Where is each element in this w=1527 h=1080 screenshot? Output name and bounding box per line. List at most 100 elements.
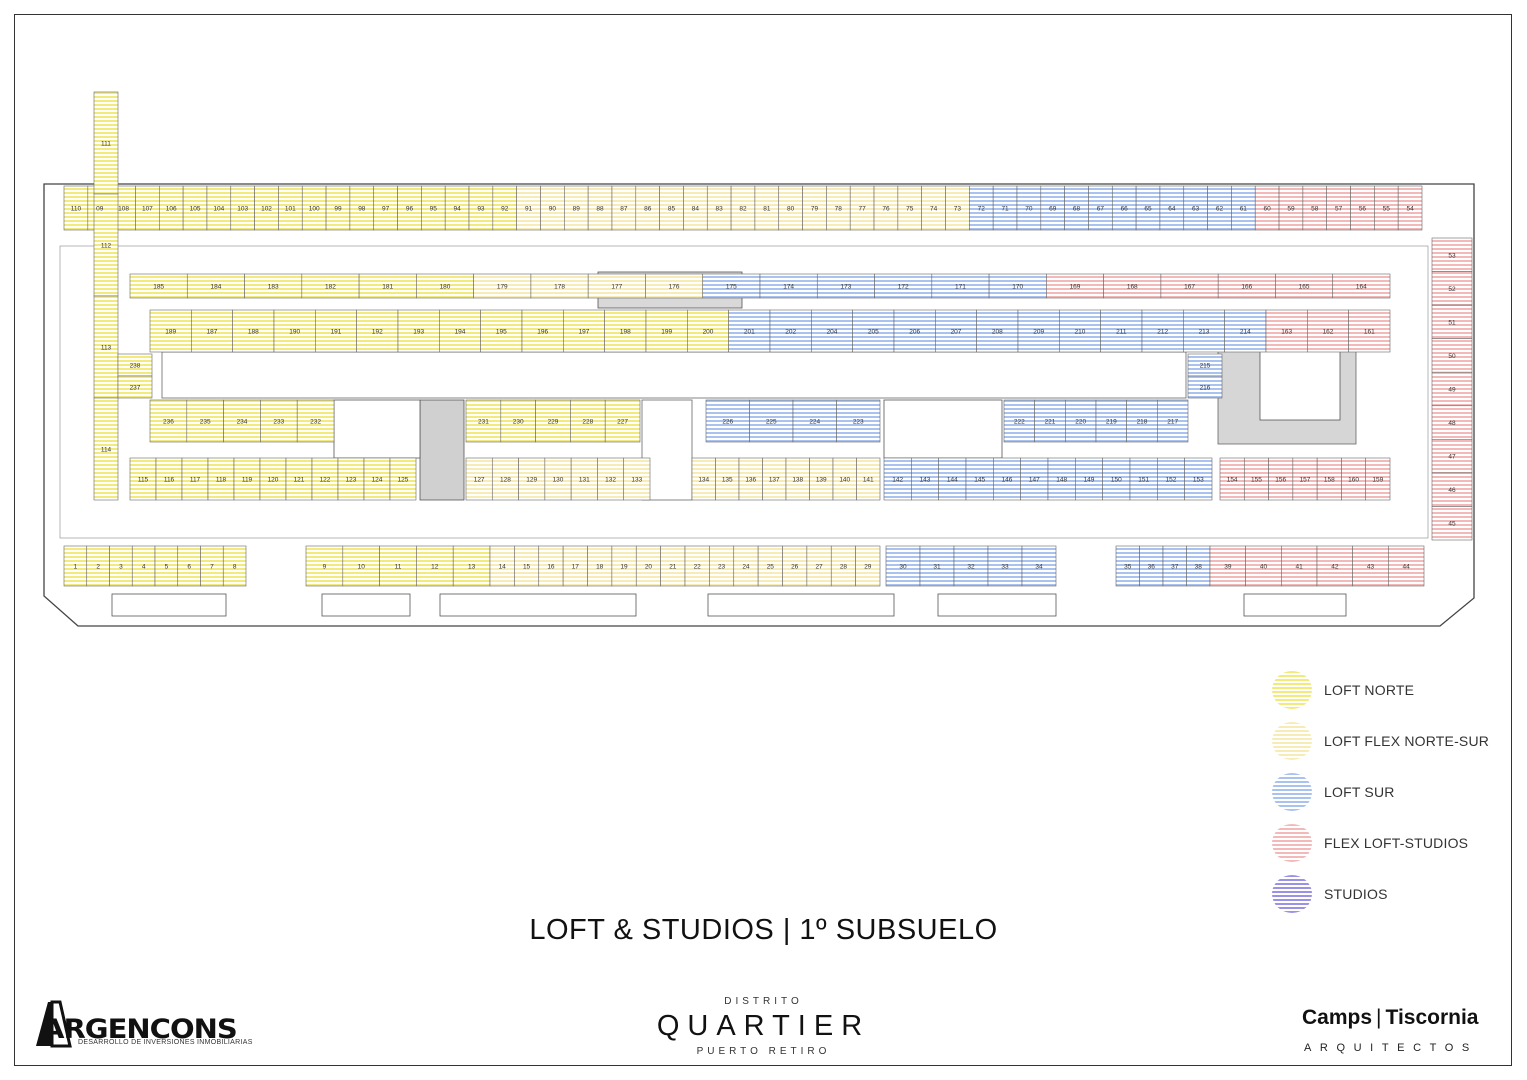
unit-117[interactable] bbox=[181, 457, 209, 501]
unit-129[interactable] bbox=[518, 457, 546, 501]
unit-237[interactable] bbox=[117, 375, 153, 399]
unit-125[interactable] bbox=[389, 457, 417, 501]
unit-112[interactable] bbox=[93, 193, 119, 297]
unit-133[interactable] bbox=[623, 457, 651, 501]
unit-210[interactable] bbox=[1059, 309, 1101, 353]
unit-157[interactable] bbox=[1292, 457, 1318, 501]
unit-233[interactable] bbox=[260, 399, 298, 443]
unit-46[interactable] bbox=[1431, 472, 1473, 507]
unit-192[interactable] bbox=[356, 309, 399, 353]
unit-154[interactable] bbox=[1219, 457, 1245, 501]
unit-190[interactable] bbox=[273, 309, 316, 353]
unit-185[interactable] bbox=[129, 273, 188, 299]
unit-184[interactable] bbox=[186, 273, 245, 299]
unit-164[interactable] bbox=[1332, 273, 1391, 299]
unit-8[interactable] bbox=[222, 545, 247, 587]
unit-155[interactable] bbox=[1243, 457, 1269, 501]
unit-10[interactable] bbox=[342, 545, 380, 587]
unit-13[interactable] bbox=[452, 545, 491, 587]
unit-12[interactable] bbox=[416, 545, 454, 587]
legend-item-studios[interactable]: STUDIOS bbox=[1272, 874, 1388, 914]
unit-170[interactable] bbox=[988, 273, 1047, 299]
unit-211[interactable] bbox=[1100, 309, 1143, 353]
unit-160[interactable] bbox=[1341, 457, 1367, 501]
unit-45[interactable] bbox=[1431, 506, 1473, 541]
unit-166[interactable] bbox=[1217, 273, 1276, 299]
unit-39[interactable] bbox=[1209, 545, 1246, 587]
unit-151[interactable] bbox=[1129, 457, 1158, 501]
unit-120[interactable] bbox=[259, 457, 287, 501]
unit-147[interactable] bbox=[1020, 457, 1049, 501]
unit-34[interactable] bbox=[1021, 545, 1057, 587]
unit-122[interactable] bbox=[311, 457, 339, 501]
unit-219[interactable] bbox=[1095, 399, 1127, 443]
unit-199[interactable] bbox=[645, 309, 688, 353]
unit-48[interactable] bbox=[1431, 405, 1473, 440]
unit-26[interactable] bbox=[782, 545, 808, 587]
unit-44[interactable] bbox=[1388, 545, 1425, 587]
unit-43[interactable] bbox=[1352, 545, 1389, 587]
unit-216[interactable] bbox=[1187, 375, 1223, 399]
unit-118[interactable] bbox=[207, 457, 235, 501]
unit-187[interactable] bbox=[191, 309, 233, 353]
unit-158[interactable] bbox=[1316, 457, 1342, 501]
unit-205[interactable] bbox=[852, 309, 895, 353]
unit-229[interactable] bbox=[535, 399, 571, 443]
unit-183[interactable] bbox=[244, 273, 303, 299]
unit-142[interactable] bbox=[883, 457, 912, 501]
unit-197[interactable] bbox=[563, 309, 605, 353]
unit-50[interactable] bbox=[1431, 338, 1473, 373]
unit-115[interactable] bbox=[129, 457, 157, 501]
unit-232[interactable] bbox=[296, 399, 335, 443]
unit-127[interactable] bbox=[465, 457, 493, 501]
unit-116[interactable] bbox=[155, 457, 183, 501]
unit-169[interactable] bbox=[1046, 273, 1104, 299]
unit-17[interactable] bbox=[562, 545, 588, 587]
unit-29[interactable] bbox=[855, 545, 881, 587]
unit-153[interactable] bbox=[1184, 457, 1213, 501]
unit-173[interactable] bbox=[816, 273, 875, 299]
unit-223[interactable] bbox=[836, 399, 881, 443]
unit-11[interactable] bbox=[379, 545, 417, 587]
unit-156[interactable] bbox=[1268, 457, 1294, 501]
legend-item-loft-flex-norte-sur[interactable]: LOFT FLEX NORTE-SUR bbox=[1272, 721, 1489, 761]
unit-168[interactable] bbox=[1103, 273, 1162, 299]
unit-221[interactable] bbox=[1034, 399, 1066, 443]
unit-24[interactable] bbox=[733, 545, 759, 587]
unit-40[interactable] bbox=[1245, 545, 1282, 587]
unit-152[interactable] bbox=[1157, 457, 1185, 501]
unit-143[interactable] bbox=[911, 457, 939, 501]
unit-9[interactable] bbox=[305, 545, 344, 587]
unit-226[interactable] bbox=[705, 399, 750, 443]
legend-item-flex-loft-studios[interactable]: FLEX LOFT-STUDIOS bbox=[1272, 823, 1468, 863]
unit-206[interactable] bbox=[893, 309, 936, 353]
unit-31[interactable] bbox=[919, 545, 955, 587]
unit-22[interactable] bbox=[684, 545, 710, 587]
unit-121[interactable] bbox=[285, 457, 313, 501]
unit-231[interactable] bbox=[465, 399, 502, 443]
unit-181[interactable] bbox=[358, 273, 417, 299]
unit-217[interactable] bbox=[1157, 399, 1189, 443]
unit-41[interactable] bbox=[1281, 545, 1318, 587]
unit-28[interactable] bbox=[830, 545, 856, 587]
unit-145[interactable] bbox=[965, 457, 994, 501]
unit-175[interactable] bbox=[702, 273, 761, 299]
legend-item-loft-sur[interactable]: LOFT SUR bbox=[1272, 772, 1395, 812]
unit-188[interactable] bbox=[232, 309, 275, 353]
unit-30[interactable] bbox=[885, 545, 921, 587]
unit-193[interactable] bbox=[397, 309, 440, 353]
unit-228[interactable] bbox=[570, 399, 606, 443]
unit-196[interactable] bbox=[521, 309, 564, 353]
unit-128[interactable] bbox=[491, 457, 519, 501]
unit-235[interactable] bbox=[186, 399, 224, 443]
unit-227[interactable] bbox=[604, 399, 641, 443]
unit-54[interactable] bbox=[1397, 185, 1423, 231]
unit-32[interactable] bbox=[953, 545, 989, 587]
unit-49[interactable] bbox=[1431, 371, 1473, 407]
unit-149[interactable] bbox=[1075, 457, 1103, 501]
unit-171[interactable] bbox=[931, 273, 990, 299]
unit-172[interactable] bbox=[874, 273, 933, 299]
unit-161[interactable] bbox=[1348, 309, 1391, 353]
unit-176[interactable] bbox=[645, 273, 704, 299]
unit-198[interactable] bbox=[604, 309, 647, 353]
